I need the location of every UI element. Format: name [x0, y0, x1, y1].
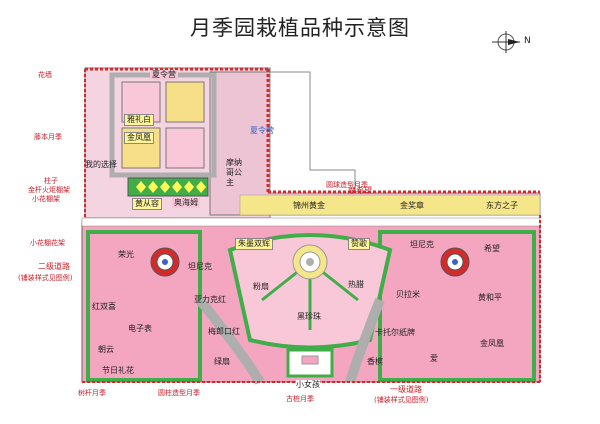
- east-wing-area: [209, 71, 541, 216]
- sw-paving: [196, 296, 265, 385]
- building-corner: [269, 71, 356, 194]
- note-weizhu-yueji: 树杆月季: [78, 389, 106, 397]
- note-gushu-yueji: 古桩月季: [286, 395, 314, 403]
- west-lawn-border: [86, 230, 202, 382]
- label-heishuzhu: 黑珍珠: [297, 312, 321, 321]
- label-xiamen-top: 夏令营: [150, 70, 178, 80]
- label-aohaimu: 奥海姆: [172, 198, 200, 208]
- note-ruanli-yueji: 藤本月季: [34, 133, 62, 141]
- bed-nw-2: [165, 81, 205, 123]
- label-zange: 赞歌: [348, 238, 370, 250]
- map-title: 月季园栽植品种示意图: [190, 16, 410, 40]
- secondary-road-north: [81, 217, 541, 227]
- east-lawn-border: [378, 230, 536, 382]
- label-meibulei-kouhong: 梅郎口红: [208, 327, 240, 336]
- label-tanike-left: 坦尼克: [188, 262, 212, 271]
- label-xiangbin: 香槟: [367, 357, 383, 366]
- note-yanjian: 金杆火炬棚架: [28, 186, 70, 194]
- note-huaqiang: 花墙: [38, 71, 52, 79]
- se-paving: [345, 298, 385, 384]
- label-wode-xuanze: 我的选择: [85, 160, 117, 169]
- north-compass: N: [488, 30, 538, 54]
- label-dianzibiao: 电子表: [128, 324, 152, 333]
- note-xiaoxiaoyu: 小花棚架: [32, 195, 60, 203]
- label-huangheping: 黄和平: [478, 293, 502, 302]
- note-tiaozhu-yueji: 圆柱造型月季: [158, 389, 200, 397]
- label-jinfenghuang-top: 金凤凰: [124, 132, 154, 144]
- label-zhaoyun: 朝云: [98, 345, 114, 354]
- compass-icon: [492, 31, 520, 53]
- label-hongshuangxi: 红双喜: [92, 302, 116, 311]
- label-beilami: 贝拉米: [396, 290, 420, 299]
- note-secondary-road: 二级道路: [38, 262, 70, 271]
- note-zhuzi: 柱子: [44, 177, 58, 185]
- label-jinjiangzhang: 金奖章: [400, 201, 424, 210]
- label-rela: 热腊: [348, 280, 364, 289]
- label-zhumo-shuanghui: 朱墨双辉: [235, 238, 273, 250]
- label-tanike-right: 坦尼克: [410, 240, 434, 249]
- label-dongfang-zhizi: 东方之子: [486, 201, 518, 210]
- label-lushan: 绿扇: [214, 357, 230, 366]
- note-small-flower-bed: 小花棚花架: [30, 239, 65, 247]
- label-yalike-hong: 亚力克红: [194, 295, 226, 304]
- label-jinfenghuang-right: 金凤凰: [480, 339, 504, 348]
- label-xianlibai: 雅礼白: [124, 114, 154, 126]
- label-fenshan: 粉扇: [253, 282, 269, 291]
- label-xiwang: 希望: [484, 244, 500, 253]
- label-ai: 爱: [430, 354, 438, 363]
- note-primary-road: 一级道路: [390, 385, 422, 394]
- east-walkway: [239, 194, 541, 216]
- note-secondary-road-sub: (铺装样式见图例): [18, 274, 73, 282]
- label-huangcong-rong: 黄从容: [132, 198, 162, 210]
- label-jinzhou-huangjin: 锦州黄金: [293, 201, 325, 210]
- note-primary-road-sub: (铺装样式见图例): [374, 396, 429, 404]
- label-monage-gongzhu: 摩纳哥公主: [226, 158, 242, 187]
- note-tiaoyuan-yueji: 圆球造型月季: [326, 181, 368, 189]
- label-xiaonvhai: 小女孩: [296, 380, 320, 390]
- label-xiamen-right: 夏令营: [250, 126, 274, 135]
- label-moxiwang: 摩希望: [348, 186, 372, 195]
- diamond-markers: [136, 181, 206, 193]
- bed-nw-4: [165, 127, 205, 169]
- label-katuoer-zhipai: 卡托尔纸牌: [375, 328, 415, 337]
- label-jieri-lihua: 节日礼花: [102, 366, 134, 375]
- north-label: N: [524, 36, 531, 46]
- label-rongguang: 荣光: [118, 250, 134, 259]
